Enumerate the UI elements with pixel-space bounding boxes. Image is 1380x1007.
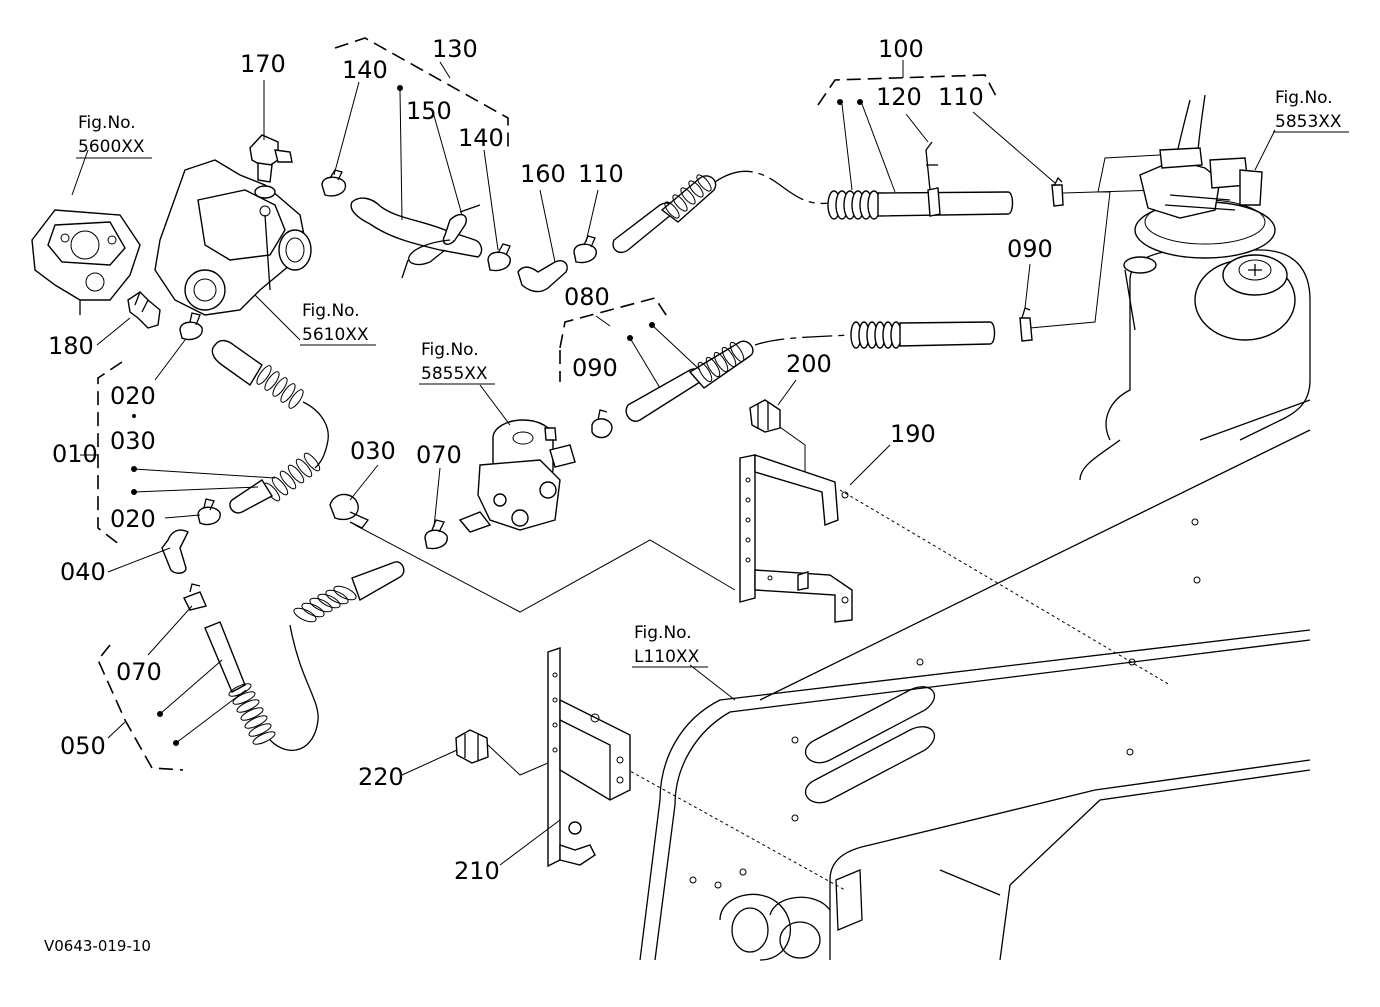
label-040: 040: [60, 558, 106, 586]
part-labels: 010 020 020 030 030 040 050 070 070 080 …: [48, 35, 1053, 885]
hose-100: [612, 141, 1064, 254]
group-bracket-130: [334, 37, 509, 148]
label-130: 130: [432, 35, 478, 63]
label-170: 170: [240, 50, 286, 78]
part-180-nipple: [127, 291, 161, 329]
label-180: 180: [48, 332, 94, 360]
label-020-top: 020: [110, 382, 156, 410]
fig-5855-valve: [458, 419, 576, 533]
part-190-bracket: [739, 454, 853, 623]
label-080: 080: [564, 283, 610, 311]
svg-text:Fig.No.: Fig.No.: [421, 340, 479, 360]
label-120: 120: [876, 83, 922, 111]
svg-text:L110XX: L110XX: [634, 647, 700, 667]
svg-text:5600XX: 5600XX: [78, 137, 145, 157]
drawing-code: V0643-019-10: [44, 937, 151, 955]
part-090-clamp: [1019, 307, 1033, 342]
svg-text:5855XX: 5855XX: [421, 364, 488, 384]
label-220: 220: [358, 763, 404, 791]
part-210-bracket: [547, 647, 631, 868]
label-190: 190: [890, 420, 936, 448]
svg-text:Fig.No.: Fig.No.: [78, 113, 136, 133]
group-bracket-010: [80, 361, 123, 546]
label-210: 210: [454, 857, 500, 885]
fig-5600-housing: [31, 209, 141, 315]
label-160: 160: [520, 160, 566, 188]
hose-group-130: [321, 169, 597, 293]
hose-group-010: [161, 312, 448, 611]
part-220-nut: [455, 729, 489, 764]
hose-050: [204, 561, 405, 751]
fig-5610-housing: [154, 159, 312, 316]
part-200-fitting: [749, 399, 781, 433]
label-100: 100: [878, 35, 924, 63]
svg-text:Fig.No.: Fig.No.: [302, 301, 360, 321]
label-030-clamp: 030: [350, 437, 396, 465]
label-200: 200: [786, 350, 832, 378]
label-110-left: 110: [578, 160, 624, 188]
svg-text:5853XX: 5853XX: [1275, 112, 1342, 132]
label-050: 050: [60, 732, 106, 760]
frame-plate: [639, 399, 1311, 961]
svg-text:Fig.No.: Fig.No.: [634, 623, 692, 643]
svg-text:5610XX: 5610XX: [302, 325, 369, 345]
label-070-left: 070: [116, 658, 162, 686]
label-140-left: 140: [342, 56, 388, 84]
label-150: 150: [406, 97, 452, 125]
part-170-elbow: [249, 134, 293, 183]
leader-lines: [71, 80, 1276, 866]
hose-group-080: [591, 321, 996, 439]
fig-ref-5610: Fig.No. 5610XX: [300, 301, 376, 346]
fig-ref-5853: Fig.No. 5853XX: [1273, 88, 1349, 133]
svg-text:Fig.No.: Fig.No.: [1275, 88, 1333, 108]
label-110-right: 110: [938, 83, 984, 111]
group-bracket-100: [817, 60, 999, 106]
label-030-left: 030: [110, 427, 156, 455]
fig-5853-assembly: [1123, 147, 1296, 341]
connection-lines: [354, 154, 1171, 891]
label-010: 010: [52, 440, 98, 468]
label-140-right: 140: [458, 124, 504, 152]
fig-ref-5600: Fig.No. 5600XX: [76, 113, 152, 159]
label-020-bottom: 020: [110, 505, 156, 533]
label-090-clamp: 090: [1007, 235, 1053, 263]
figure-references: Fig.No. 5600XX Fig.No. 5610XX Fig.No. 58…: [76, 88, 1349, 668]
group-bracket-080: [559, 297, 669, 382]
group-bracket-050: [97, 644, 184, 771]
fig-ref-5855: Fig.No. 5855XX: [419, 340, 495, 385]
fig-ref-L110: Fig.No. L110XX: [632, 623, 708, 668]
label-090-group: 090: [572, 354, 618, 382]
label-070-middle: 070: [416, 441, 462, 469]
